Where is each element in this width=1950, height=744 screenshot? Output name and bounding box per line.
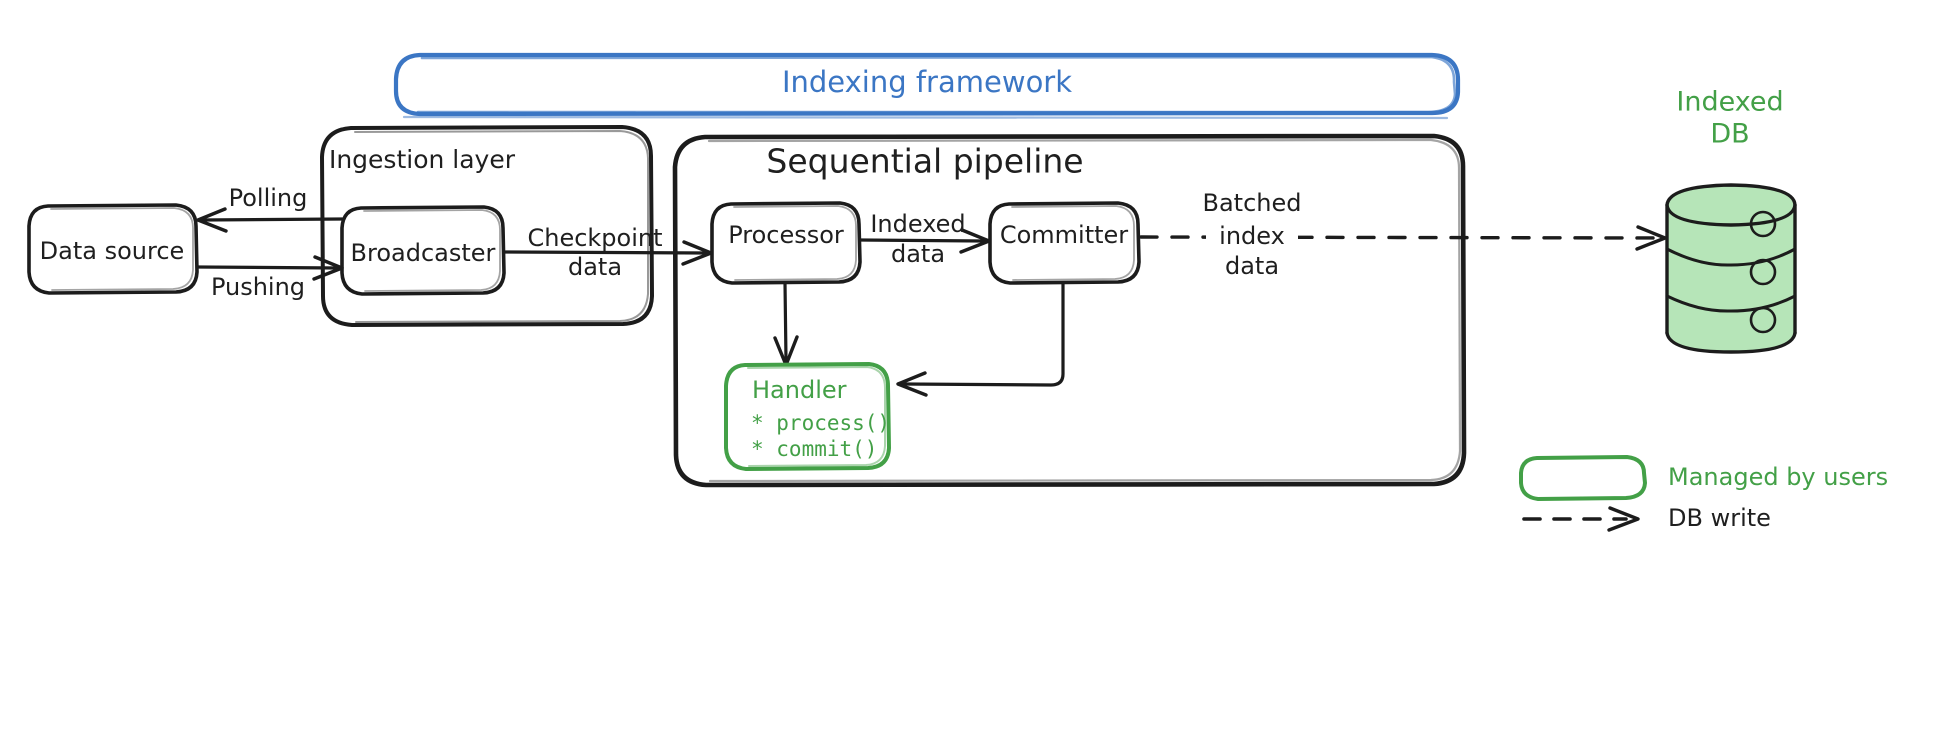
committer-label: Committer: [1000, 221, 1128, 249]
db-indicator-1: [1749, 210, 1777, 238]
ingestion-layer-label: Ingestion layer: [329, 145, 516, 174]
framework-banner-underline-sketch: [402, 115, 1449, 120]
ingestion-layer-outline: [320, 125, 654, 327]
legend-item-managed-by-users[interactable]: Managed by users: [1519, 455, 1888, 501]
batched-index-label-line2-front: index: [1219, 222, 1285, 250]
data-source-box: [27, 203, 199, 295]
edge-pushing[interactable]: Pushing: [195, 255, 344, 301]
db-bottom-curve: [1665, 331, 1797, 354]
sequential-pipeline-label: Sequential pipeline: [766, 142, 1083, 181]
db-indicator-3: [1749, 306, 1777, 334]
db-indicator-2: [1749, 258, 1777, 286]
broadcaster-box: [340, 205, 506, 296]
checkpoint-line: [502, 250, 708, 255]
edge-batched-index-data[interactable]: Batched index data index: [1139, 189, 1667, 280]
db-top-fill: [1667, 185, 1795, 225]
db-body-fill: [1667, 205, 1795, 352]
edge-committer-to-handler[interactable]: [896, 281, 1065, 397]
processor-handler-line: [783, 281, 788, 362]
batched-index-label-line1: Batched: [1203, 189, 1302, 217]
handler-box: [724, 362, 891, 471]
handler-method-process: * process(): [751, 411, 890, 435]
indexed-data-line: [858, 238, 986, 243]
legend-item-db-write[interactable]: DB write: [1522, 504, 1771, 532]
legend: DB write Managed by users: [1519, 455, 1888, 532]
indexed-data-label-line1: Indexed: [870, 210, 965, 238]
processor-label: Processor: [728, 221, 844, 249]
data-source-label: Data source: [40, 237, 185, 265]
data-source-box-sketch: [50, 207, 194, 291]
sequential-pipeline-outline: [672, 133, 1467, 488]
polling-line: [200, 217, 344, 222]
framework-banner-outline-sketch: [416, 55, 1457, 114]
processor-box: [710, 201, 862, 285]
legend-green-rect-icon: [1519, 455, 1647, 501]
legend-label-managed-by-users: Managed by users: [1668, 463, 1888, 491]
ingestion-layer-outline-sketch: [354, 130, 649, 323]
sequential-pipeline-outline-sketch: [707, 138, 1462, 483]
indexing-framework-banner[interactable]: Indexing framework: [393, 52, 1461, 120]
checkpoint-label-line2: data: [568, 253, 622, 281]
indexed-db-label-line2: DB: [1710, 119, 1749, 150]
handler-method-commit: * commit(): [751, 437, 877, 461]
legend-label-db-write: DB write: [1668, 504, 1771, 532]
pushing-label: Pushing: [211, 273, 305, 301]
framework-banner-label: Indexing framework: [782, 65, 1072, 99]
edge-processor-to-handler[interactable]: [773, 281, 799, 367]
batched-index-label-backdrop: [1206, 222, 1298, 253]
processor-box-sketch: [733, 205, 857, 281]
polling-arrowhead: [196, 207, 228, 233]
batched-index-label-line3: data: [1225, 252, 1279, 280]
node-indexed-db[interactable]: Indexed DB: [1665, 87, 1797, 354]
pushing-arrowhead: [312, 255, 344, 281]
ingestion-layer-container[interactable]: Ingestion layer: [320, 125, 654, 327]
node-processor[interactable]: Processor: [710, 201, 862, 285]
pushing-line: [195, 265, 340, 270]
batched-index-arrowhead: [1635, 225, 1667, 251]
node-broadcaster[interactable]: Broadcaster: [340, 205, 506, 296]
committer-handler-arrowhead: [896, 371, 928, 397]
indexed-db-label-line1: Indexed: [1676, 87, 1783, 118]
edge-checkpoint-data[interactable]: Checkpoint data: [502, 224, 713, 281]
polling-label: Polling: [229, 184, 308, 212]
edge-indexed-data[interactable]: Indexed data: [858, 210, 991, 268]
indexed-data-label-line2: data: [891, 240, 945, 268]
handler-box-sketch: [747, 366, 886, 467]
committer-box: [988, 201, 1141, 285]
legend-dashed-arrowhead-icon: [1607, 506, 1640, 532]
broadcaster-label: Broadcaster: [351, 239, 496, 267]
batched-index-dashed-line: [1139, 235, 1662, 240]
sequential-pipeline-container[interactable]: Sequential pipeline: [672, 133, 1467, 488]
committer-handler-line: [901, 281, 1065, 387]
handler-title: Handler: [752, 376, 847, 404]
broadcaster-box-sketch: [363, 209, 501, 292]
node-data-source[interactable]: Data source: [27, 203, 199, 295]
committer-box-sketch: [1011, 205, 1135, 281]
edge-polling[interactable]: Polling: [196, 184, 344, 233]
node-committer[interactable]: Committer: [988, 201, 1141, 285]
node-handler[interactable]: Handler * process() * commit(): [724, 362, 891, 471]
db-divider-2: [1665, 294, 1797, 313]
db-divider-1: [1665, 247, 1797, 267]
checkpoint-label-line1: Checkpoint: [527, 224, 662, 252]
